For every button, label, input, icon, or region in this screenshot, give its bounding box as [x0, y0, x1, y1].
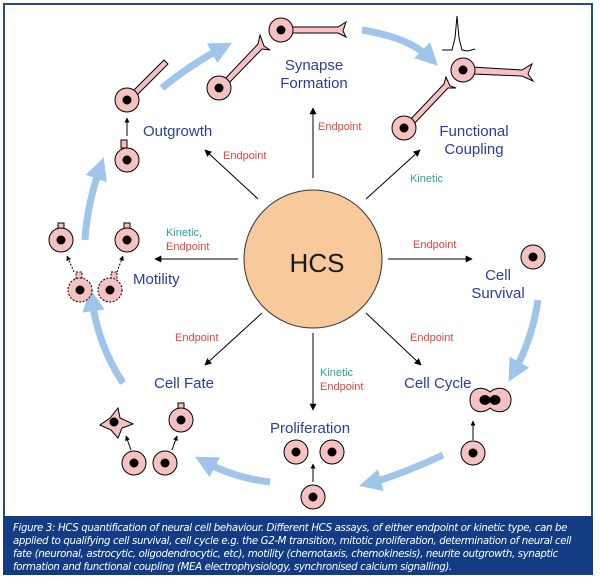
assay-fate: Endpoint — [175, 332, 219, 344]
hcs-label: HCS — [289, 248, 345, 278]
label-line: Coupling — [444, 141, 504, 158]
motility-arrow — [116, 255, 124, 273]
motility-cells — [48, 222, 140, 303]
nucleus — [528, 252, 538, 262]
fate-arrow — [125, 435, 132, 451]
cycle-arrow-fate-to-motility — [82, 288, 126, 385]
cycle-arrows — [81, 26, 542, 491]
outgrowth-cells — [114, 59, 169, 173]
figure-caption: Figure 3: HCS quantification of neural c… — [3, 516, 593, 575]
synapse-cells — [206, 17, 348, 101]
nucleus — [122, 95, 132, 105]
assay-outgrowth: Endpoint — [223, 150, 267, 162]
cycle-arrow-synapse-to-functional — [361, 26, 438, 66]
long-neurite — [131, 59, 169, 97]
label-line: Survival — [471, 285, 525, 302]
axon — [221, 33, 271, 87]
nucleus — [122, 235, 132, 245]
dividing-nucleus — [479, 395, 491, 405]
assay-proliferation-kinetic: Kinetic — [320, 367, 354, 379]
label-line: Synapse — [284, 57, 344, 74]
label-cell-cycle: Cell Cycle — [404, 375, 472, 392]
dividing-nucleus — [489, 395, 501, 405]
nucleus — [129, 458, 139, 468]
hcs-circle — [243, 189, 383, 329]
nucleus — [308, 492, 318, 502]
label-cell-survival: Cell Survival — [466, 267, 530, 303]
label-line: Formation — [280, 75, 348, 92]
spoke-outgrowth — [204, 149, 259, 200]
label-cell-fate: Cell Fate — [154, 375, 215, 392]
spokes — [154, 107, 473, 411]
label-proliferation: Proliferation — [270, 420, 351, 437]
label-motility: Motility — [133, 271, 180, 288]
cycle-arrow-outgrowth-to-synapse — [159, 42, 232, 91]
nucleus — [327, 447, 337, 457]
axon — [471, 62, 535, 83]
assay-functional: Kinetic — [410, 173, 444, 185]
nucleus — [468, 448, 478, 458]
nucleus — [122, 155, 132, 165]
motility-arrow — [66, 255, 75, 273]
assay-motility-endpoint: Endpoint — [166, 241, 210, 253]
nucleus — [214, 83, 224, 93]
fate-cells — [98, 402, 194, 476]
assay-survival: Endpoint — [413, 239, 457, 251]
nucleus — [56, 235, 66, 245]
spoke-fate — [204, 312, 263, 366]
label-line: Functional — [439, 123, 509, 140]
proliferation-cells — [283, 439, 345, 510]
assay-proliferation-endpoint: Endpoint — [320, 381, 364, 393]
assay-synapse: Endpoint — [318, 121, 362, 133]
nucleus — [276, 25, 286, 35]
axon — [407, 75, 457, 127]
action-potential-trace — [442, 15, 476, 52]
nucleus — [399, 123, 409, 133]
survival-cell — [520, 244, 546, 270]
assay-motility: Kinetic, Endpoint — [166, 226, 209, 254]
assay-motility-kinetic: Kinetic, — [166, 227, 203, 239]
cycle-arrow-proliferation-to-fate — [195, 456, 271, 486]
nucleus — [458, 65, 468, 75]
assay-cycle: Endpoint — [410, 332, 454, 344]
nucleus — [160, 458, 170, 468]
assay-proliferation: Kinetic Endpoint — [320, 366, 363, 394]
functional-cells — [391, 15, 535, 141]
short-neurite — [120, 139, 128, 149]
nucleus — [291, 447, 301, 457]
label-line: Cell — [485, 267, 511, 284]
axon — [289, 20, 348, 39]
fate-arrow — [171, 435, 178, 451]
label-functional-coupling: Functional Coupling — [432, 123, 516, 159]
nucleus — [176, 415, 186, 425]
label-outgrowth: Outgrowth — [143, 123, 213, 140]
cycle-arrow-motility-to-outgrowth — [81, 157, 107, 241]
cycle-cells — [460, 387, 512, 466]
spoke-cycle — [365, 312, 422, 366]
label-synapse-formation: Synapse Formation — [272, 57, 356, 93]
spoke-functional — [365, 149, 421, 200]
nucleus — [109, 417, 119, 427]
cycle-arrow-cycle-to-proliferation — [359, 451, 445, 491]
cycle-arrow-survival-to-cycle — [508, 299, 542, 382]
